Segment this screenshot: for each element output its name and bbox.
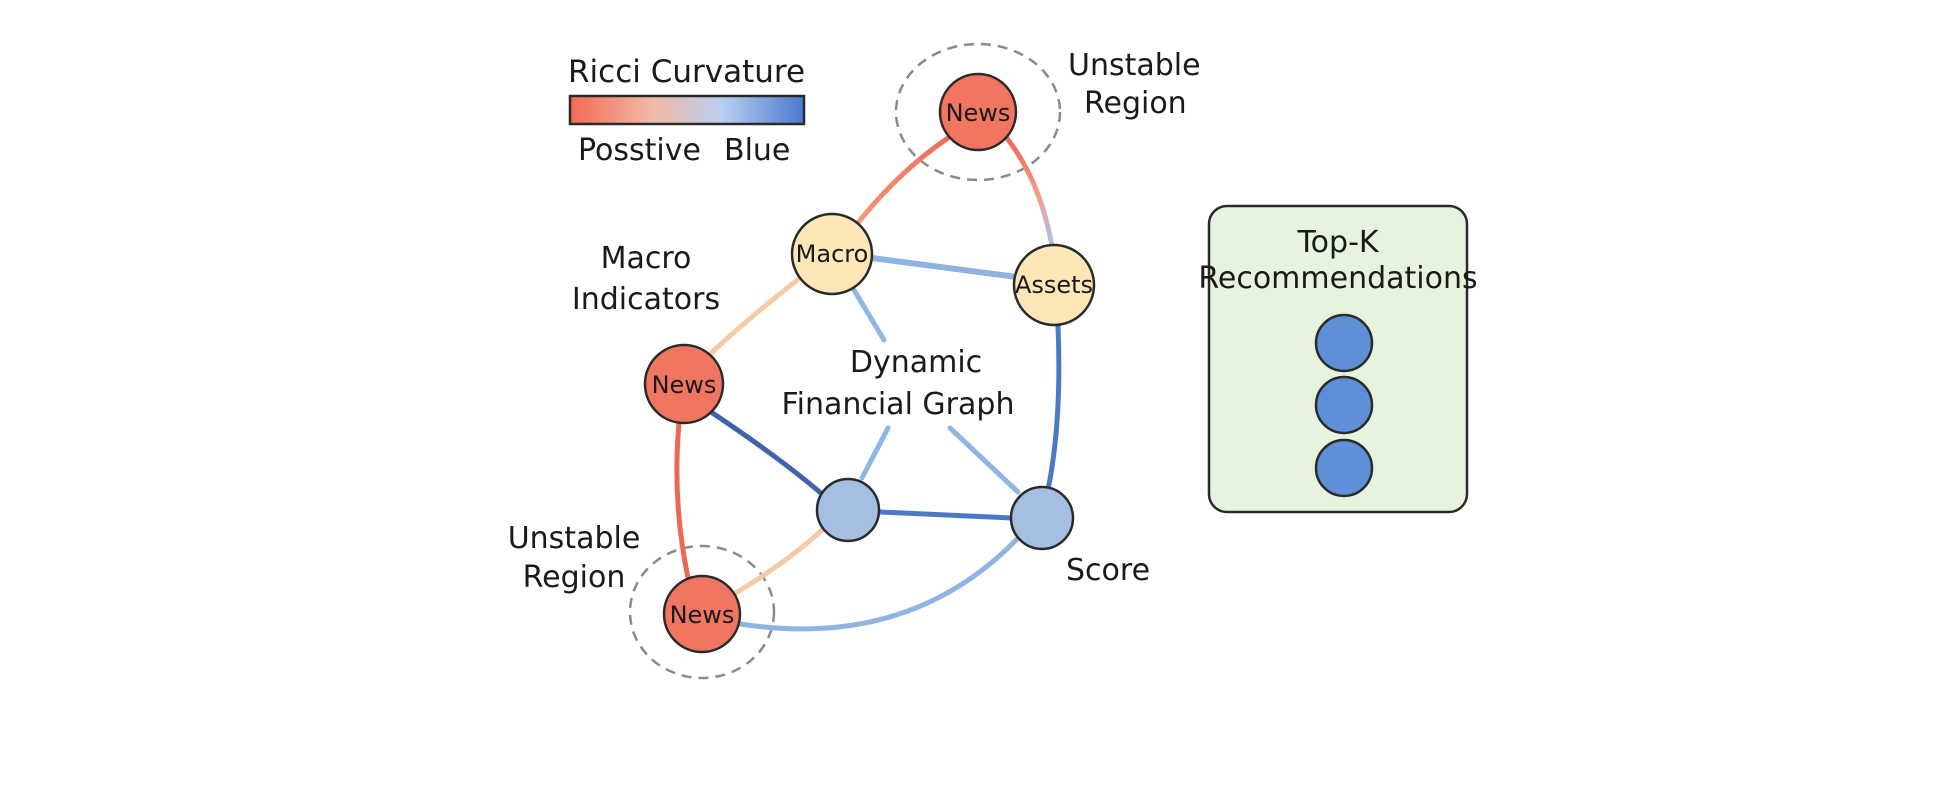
top-k-recommendations-panel: Top-K Recommendations (1198, 204, 1478, 514)
edge-news-mid-node-a (708, 409, 825, 497)
node-graph-a (815, 477, 881, 543)
legend: Ricci Curvature Posstive Blue (568, 54, 806, 168)
svg-text:News: News (652, 371, 717, 399)
node-score (1009, 485, 1075, 551)
recommendation-item (1314, 313, 1374, 373)
edge-news-top-assets (1003, 134, 1055, 249)
label-unstable-top-l1: Unstable (1068, 48, 1201, 83)
edge-macro-graph-center (851, 287, 887, 343)
recommendations-title-l1: Top-K (1296, 225, 1379, 260)
label-graph-l1: Dynamic (850, 345, 982, 380)
edge-node-a-graph-center (859, 425, 891, 481)
recommendation-item (1314, 375, 1374, 435)
recommendation-item (1314, 438, 1374, 498)
svg-text:News: News (946, 99, 1011, 127)
node-news-mid: News (643, 343, 725, 425)
node-news-top: News (938, 72, 1018, 152)
edge-news-mid-news-bottom (674, 421, 691, 581)
edge-macro-news-mid (705, 275, 803, 359)
edge-macro-assets (869, 255, 1020, 280)
legend-title: Ricci Curvature (568, 54, 805, 90)
edge-news-top-macro (854, 133, 954, 227)
edge-news-bottom-node-a (728, 527, 825, 599)
svg-text:Macro: Macro (796, 240, 869, 268)
edge-node-a-score (877, 509, 1015, 521)
node-macro: Macro (790, 212, 874, 296)
node-news-bottom: News (662, 574, 742, 654)
edge-score-graph-center (947, 425, 1021, 495)
label-score: Score (1066, 553, 1150, 588)
label-macro-indicators-l1: Macro (601, 241, 692, 276)
label-macro-indicators-l2: Indicators (572, 282, 720, 317)
label-unstable-bottom-l2: Region (523, 560, 626, 595)
label-unstable-top-l2: Region (1084, 86, 1187, 121)
svg-text:Assets: Assets (1015, 271, 1093, 299)
node-assets: Assets (1012, 243, 1096, 327)
label-graph-l2: Financial Graph (782, 387, 1015, 422)
unstable-region-bottom-outline (628, 544, 776, 680)
recommendation-items (1314, 313, 1374, 498)
unstable-region-top-outline (894, 42, 1062, 182)
graph-edges (674, 133, 1062, 632)
legend-right-label: Blue (724, 133, 790, 168)
svg-text:News: News (670, 601, 735, 629)
label-unstable-bottom-l1: Unstable (508, 521, 641, 556)
edge-news-bottom-score (737, 535, 1021, 632)
legend-left-label: Posstive (578, 133, 701, 168)
edge-assets-score (1045, 323, 1062, 493)
recommendations-title-l2: Recommendations (1198, 261, 1477, 296)
legend-colorbar (568, 94, 806, 126)
